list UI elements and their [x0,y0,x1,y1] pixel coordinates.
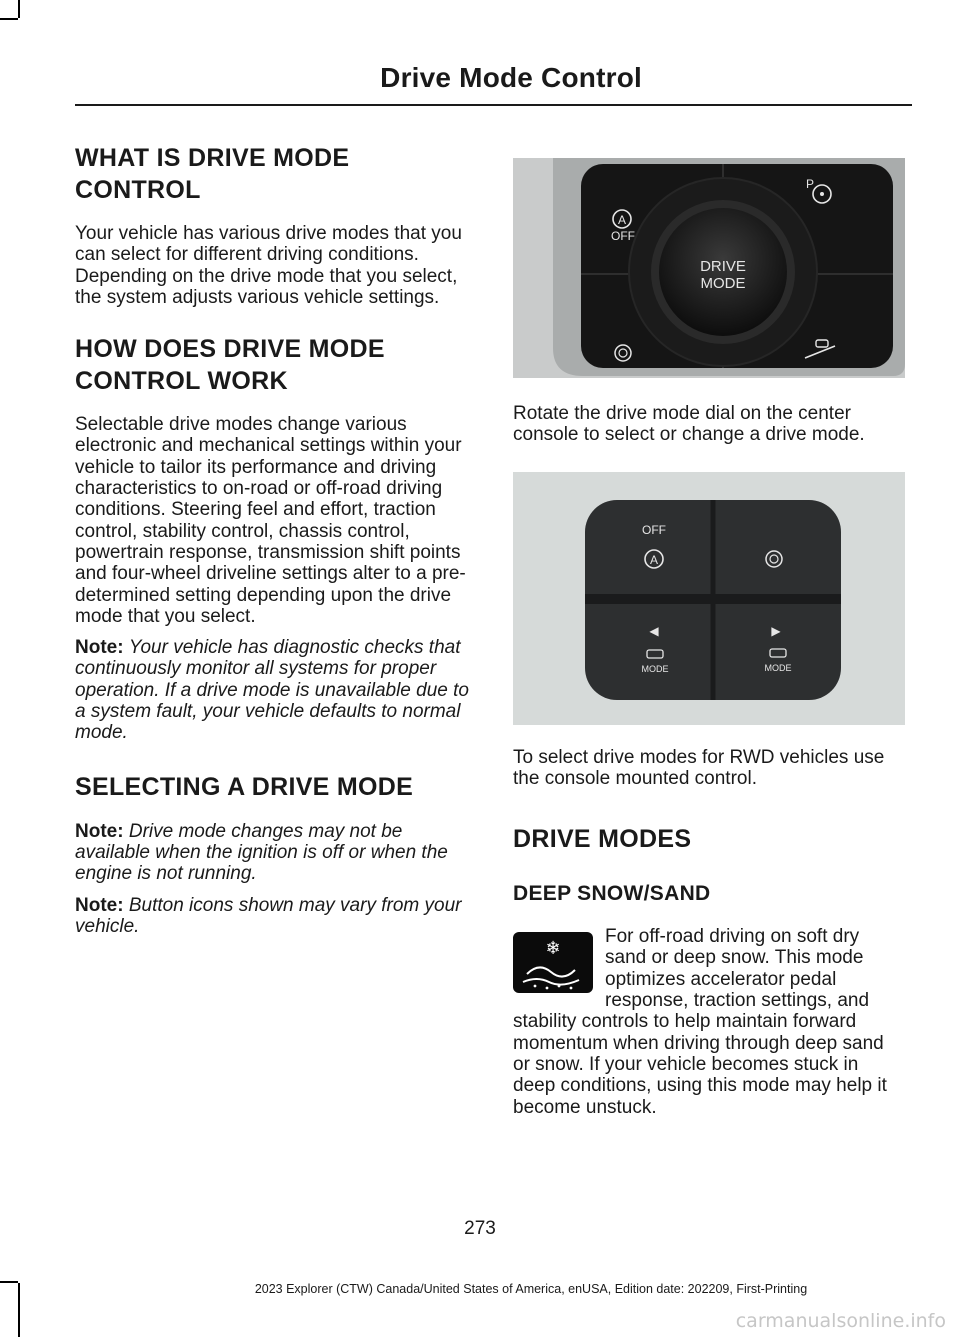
hill-descent-icon [804,339,836,359]
dial-label-drive: DRIVE [700,258,746,275]
heading-line: HOW DOES DRIVE MODE [75,335,385,364]
note-text: Drive mode changes may not be available … [75,820,448,885]
crop-mark-bottom-left [18,1283,20,1337]
left-column: WHAT IS DRIVE MODE CONTROL Your vehicle … [75,142,477,937]
right-column: DRIVE MODE A OFF P Rotate the drive mode… [513,158,905,1118]
header-divider [75,104,912,106]
edition-footer: 2023 Explorer (CTW) Canada/United States… [254,1282,808,1296]
page-number: 273 [464,1218,496,1239]
section-heading-drive-modes: DRIVE MODES [513,825,692,854]
deep-snow-sand-icon: ❄ [513,932,593,994]
deep-snow-sand-paragraph: For off-road driving on soft dry sand or… [513,926,887,1118]
deep-snow-sand-icon-graphic: ❄ [522,938,580,990]
heading-line: CONTROL WORK [75,367,288,396]
mode-right-vehicle-icon [769,647,787,658]
mode-label-left: MODE [642,664,669,674]
deep-snow-sand-block: ❄ For off-road driving on soft dry sand … [513,926,905,1118]
traction-control-icon [765,549,783,568]
crop-mark-top-left-h [0,18,18,20]
svg-text:P: P [806,177,814,191]
section-heading-selecting: SELECTING A DRIVE MODE [75,772,414,801]
auto-start-stop-icon: A [644,548,664,569]
note-diagnostic: Note: Your vehicle has diagnostic checks… [75,637,477,743]
right-arrow-icon: ▶ [771,624,781,638]
rwd-text: To select drive modes for RWD vehicles u… [513,746,885,789]
console-buttons-figure: OFF A ◀ ▶ MODE MODE [513,471,905,725]
sub-heading-deep-snow-sand: DEEP SNOW/SAND [513,882,711,906]
off-label: OFF [611,229,635,243]
left-arrow-icon: ◀ [649,624,659,638]
traction-control-icon [614,344,632,362]
off-label: OFF [642,523,666,537]
how-does-paragraph: Selectable drive modes change various el… [75,414,466,627]
mode-left-vehicle-icon [646,648,664,659]
note-text: Button icons shown may vary from your ve… [75,894,462,937]
note-label: Note: [75,637,124,659]
svg-text:A: A [618,213,626,227]
auto-start-stop-icon: A [612,209,632,229]
rotate-dial-text: Rotate the drive mode dial on the center… [513,403,865,446]
section-heading-what-is: WHAT IS DRIVE MODE CONTROL [75,142,477,206]
section-heading-how-does: HOW DOES DRIVE MODE CONTROL WORK [75,333,477,397]
note-ignition: Note: Drive mode changes may not be avai… [75,821,477,885]
note-text: Your vehicle has diagnostic checks that … [75,637,469,744]
heading-line: CONTROL [75,176,201,204]
heading-line: WHAT IS DRIVE MODE [75,144,350,172]
note-label: Note: [75,894,124,916]
svg-text:❄: ❄ [545,938,560,959]
drive-mode-dial-illustration: DRIVE MODE A OFF P [513,158,905,378]
svg-text:A: A [650,553,658,567]
note-label: Note: [75,820,124,842]
page-title: Drive Mode Control [380,62,642,93]
dial-label-mode: MODE [701,275,746,292]
what-is-paragraph: Your vehicle has various drive modes tha… [75,223,462,308]
park-assist-steering-icon: P [806,177,832,204]
crop-mark-bottom-left-h [0,1281,18,1283]
crop-mark-top-left [18,0,20,18]
console-buttons-illustration: OFF A ◀ ▶ MODE MODE [513,471,905,725]
mode-label-right: MODE [765,663,792,673]
note-icons: Note: Button icons shown may vary from y… [75,895,477,938]
drive-mode-dial-figure: DRIVE MODE A OFF P [513,158,905,378]
watermark: carmanualsonline.info [735,1310,946,1332]
